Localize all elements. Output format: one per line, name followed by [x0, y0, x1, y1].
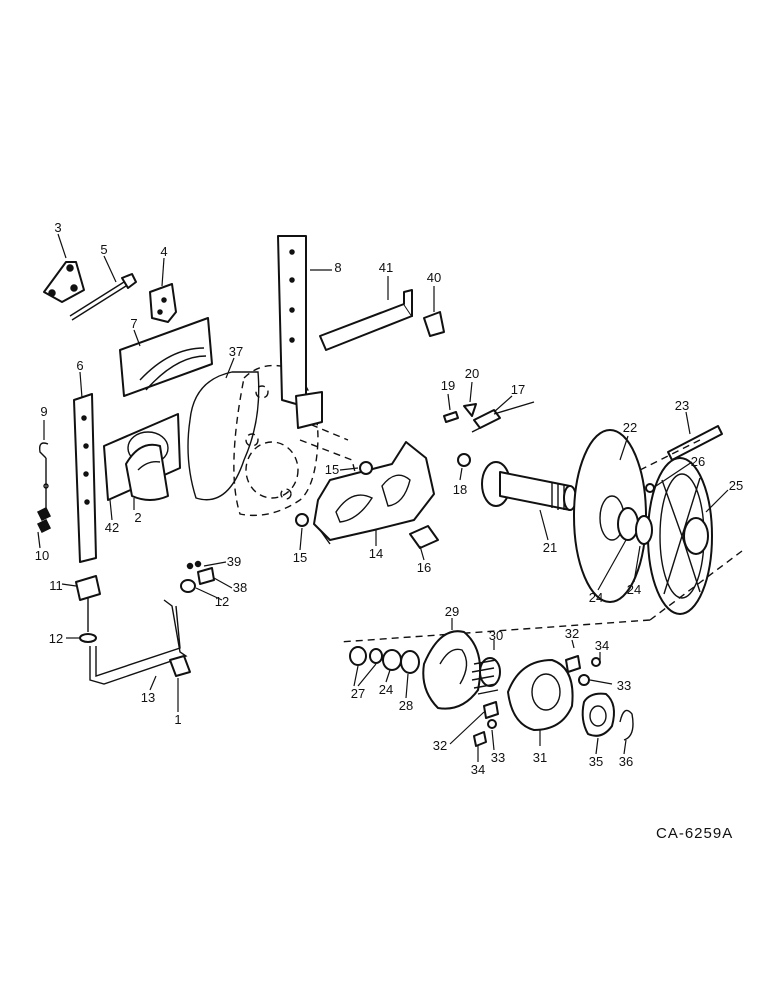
callout-25: 25 [729, 478, 743, 493]
callout-26: 26 [691, 454, 705, 469]
part-4-bracket [149, 283, 177, 323]
part-34-screw-b [473, 731, 487, 747]
part-3-plate [43, 261, 85, 303]
callout-32-upper: 32 [565, 626, 579, 641]
part-18-nut [457, 453, 471, 467]
callout-10: 10 [35, 548, 49, 563]
part-33-nut-a [578, 674, 590, 686]
callout-31: 31 [533, 750, 547, 765]
part-32-bolt-a [565, 655, 581, 673]
part-10-washers [36, 506, 52, 534]
callout-16: 16 [417, 560, 431, 575]
part-39-pin [186, 560, 202, 570]
callout-24-b: 24 [627, 582, 641, 597]
callout-42: 42 [105, 520, 119, 535]
part-34-screw-a [591, 657, 601, 667]
callout-12-upper: 12 [215, 594, 229, 609]
part-1-sleeve [169, 655, 191, 677]
callout-40: 40 [427, 270, 441, 285]
callout-19: 19 [441, 378, 455, 393]
callout-23: 23 [675, 398, 689, 413]
part-20-cap [463, 403, 477, 417]
callout-18: 18 [453, 482, 467, 497]
part-16-block [409, 525, 439, 549]
callout-29: 29 [445, 604, 459, 619]
part-40-clip [423, 311, 445, 337]
part-12-washer [79, 633, 97, 643]
callout-1: 1 [174, 712, 181, 727]
callout-39: 39 [227, 554, 241, 569]
part-25-pulley [647, 457, 713, 615]
callout-17: 17 [511, 382, 525, 397]
callout-22: 22 [623, 420, 637, 435]
callout-15-lower: 15 [293, 550, 307, 565]
callout-9: 9 [40, 404, 47, 419]
part-2-guard [125, 443, 169, 501]
callout-5: 5 [100, 242, 107, 257]
part-35-collar [581, 692, 615, 737]
part-31-clutch-housing [507, 659, 574, 731]
part-8-bracket [277, 235, 323, 429]
callout-33-upper: 33 [617, 678, 631, 693]
part-13-rod [89, 599, 188, 685]
callout-21: 21 [543, 540, 557, 555]
callout-14: 14 [369, 546, 383, 561]
callout-4: 4 [160, 244, 167, 259]
part-15-nut-a [359, 461, 373, 475]
callout-13: 13 [141, 690, 155, 705]
callout-24-a: 24 [589, 590, 603, 605]
part-30-spring [471, 657, 501, 695]
part-11-clamp [75, 575, 101, 632]
callout-24-c: 24 [379, 682, 393, 697]
callout-3: 3 [54, 220, 61, 235]
callout-34-lower: 34 [471, 762, 485, 777]
part-26-screw [645, 483, 655, 493]
callout-12-lower: 12 [49, 631, 63, 646]
callout-2: 2 [134, 510, 141, 525]
part-17-lever [471, 401, 535, 433]
part-41-angle-bar [319, 289, 413, 351]
part-24-bearing [617, 507, 639, 541]
callout-27: 27 [351, 686, 365, 701]
callout-11: 11 [49, 578, 63, 593]
callouts: 3 5 4 7 6 9 10 11 12 13 1 2 42 12 38 39 … [35, 220, 743, 777]
part-38-fitting [197, 567, 215, 585]
part-29-cone [422, 630, 482, 710]
callout-8: 8 [334, 260, 341, 275]
subassembly-boundary [339, 547, 747, 643]
callout-35: 35 [589, 754, 603, 769]
part-7-cover-plate [119, 317, 213, 397]
part-19-pin [443, 411, 459, 423]
callout-36: 36 [619, 754, 633, 769]
callout-38: 38 [233, 580, 247, 595]
part-33-nut-b [487, 719, 497, 729]
part-9-hook-rod [38, 442, 49, 508]
part-32-bolt-b [483, 701, 499, 719]
callout-30: 30 [489, 628, 503, 643]
part-6-strap [73, 393, 97, 563]
leader-lines [37, 233, 729, 762]
part-24-bearing-c [382, 649, 402, 671]
part-28-seal [400, 650, 420, 674]
callout-28: 28 [399, 698, 413, 713]
callout-32-lower: 32 [433, 738, 447, 753]
part-21-shaft [481, 461, 577, 511]
part-27-bushing [349, 646, 383, 666]
callout-6: 6 [76, 358, 83, 373]
callout-20: 20 [465, 366, 479, 381]
callout-41: 41 [379, 260, 393, 275]
callout-34-upper: 34 [595, 638, 609, 653]
part-24-bearing-b [635, 515, 653, 545]
part-15-nut-b [295, 513, 309, 527]
drawing-code: CA-6259A [656, 825, 733, 842]
part-36-snap-ring [619, 709, 634, 741]
part-5-bolt [69, 273, 137, 321]
callout-37: 37 [229, 344, 243, 359]
part-14-support [313, 441, 435, 545]
callout-15-upper: 15 [325, 462, 339, 477]
part-12-ring [180, 579, 196, 593]
callout-7: 7 [130, 316, 137, 331]
callout-33-lower: 33 [491, 750, 505, 765]
